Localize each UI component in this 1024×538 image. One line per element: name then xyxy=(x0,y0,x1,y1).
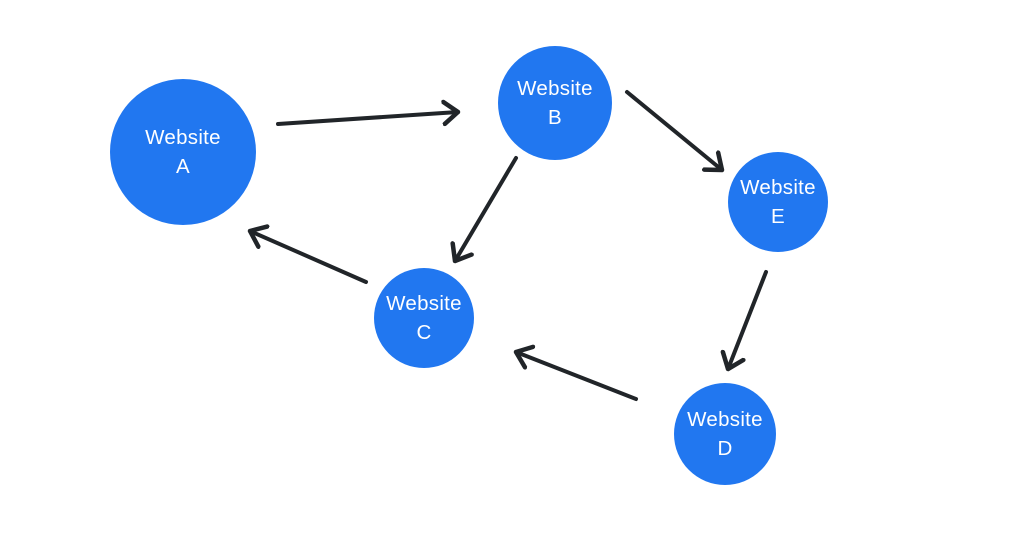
node-website-e-label: Website xyxy=(740,176,816,199)
node-website-a: Website A xyxy=(110,79,256,225)
arrow-e-to-d-icon xyxy=(728,270,768,369)
node-website-a-letter: A xyxy=(176,155,190,178)
arrow-b-to-e-icon xyxy=(625,90,722,170)
arrow-a-to-b-icon xyxy=(276,112,458,124)
node-website-d: Website D xyxy=(674,383,776,485)
node-website-c: Website C xyxy=(374,268,474,368)
node-website-a-label: Website xyxy=(145,126,221,149)
node-website-c-letter: C xyxy=(416,321,432,344)
node-website-d-letter: D xyxy=(717,437,733,460)
node-website-b: Website B xyxy=(498,46,612,160)
node-website-b-label: Website xyxy=(517,77,593,100)
node-website-e-letter: E xyxy=(771,205,785,228)
node-website-c-label: Website xyxy=(386,292,462,315)
arrow-c-to-a-icon xyxy=(250,231,368,284)
node-website-d-label: Website xyxy=(687,408,763,431)
node-website-e: Website E xyxy=(728,152,828,252)
node-website-b-letter: B xyxy=(548,106,562,129)
arrow-d-to-c-icon xyxy=(516,352,638,401)
arrow-b-to-c-icon xyxy=(455,156,518,261)
